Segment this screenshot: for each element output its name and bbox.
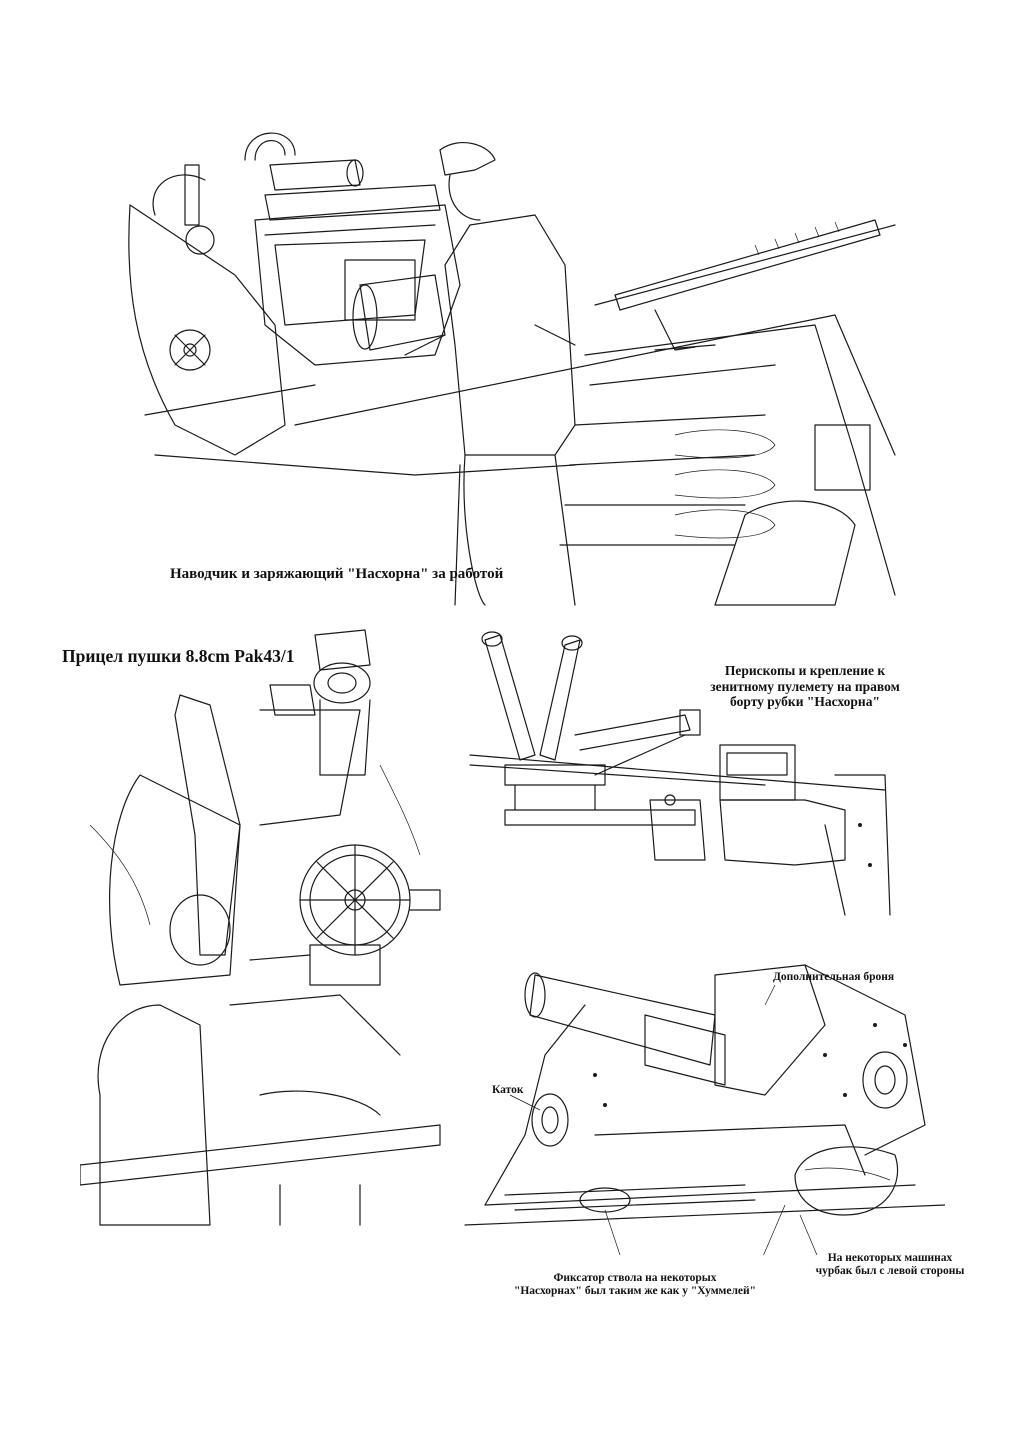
caption-periscopes-line-1: Перископы и крепление к	[724, 663, 886, 678]
illustration-vehicle-rear	[445, 955, 945, 1255]
illustration-periscopes	[465, 625, 895, 920]
illustration-gun-sight	[80, 625, 450, 1235]
caption-barrel-lock-line-1: Фиксатор ствола на некоторых	[553, 1272, 717, 1284]
caption-roller: Каток	[492, 1084, 524, 1096]
illustration-gun-crew	[115, 125, 915, 615]
caption-periscopes: Перископы и крепление к зенитному пулеме…	[680, 663, 930, 710]
caption-periscopes-line-3: борту рубки "Насхорна"	[730, 694, 880, 710]
caption-chock-line-2: чурбак был с левой стороны	[815, 1265, 965, 1278]
caption-periscopes-line-2: зенитному пулемету на правом	[710, 678, 900, 694]
caption-gun-crew: Наводчик и заряжающий "Насхорна" за рабо…	[170, 566, 504, 582]
caption-sight-title: Прицел пушки 8.8cm Pak43/1	[62, 646, 295, 666]
caption-barrel-lock: Фиксатор ствола на некоторых "Насхорнах"…	[490, 1272, 780, 1298]
caption-chock: На некоторых машинах чурбак был с левой …	[810, 1252, 970, 1278]
caption-barrel-lock-line-2: "Насхорнах" был таким же как у "Хуммелей…	[513, 1285, 757, 1298]
caption-additional-armor: Дополнительная броня	[773, 971, 895, 983]
caption-chock-line-1: На некоторых машинах	[827, 1252, 953, 1264]
